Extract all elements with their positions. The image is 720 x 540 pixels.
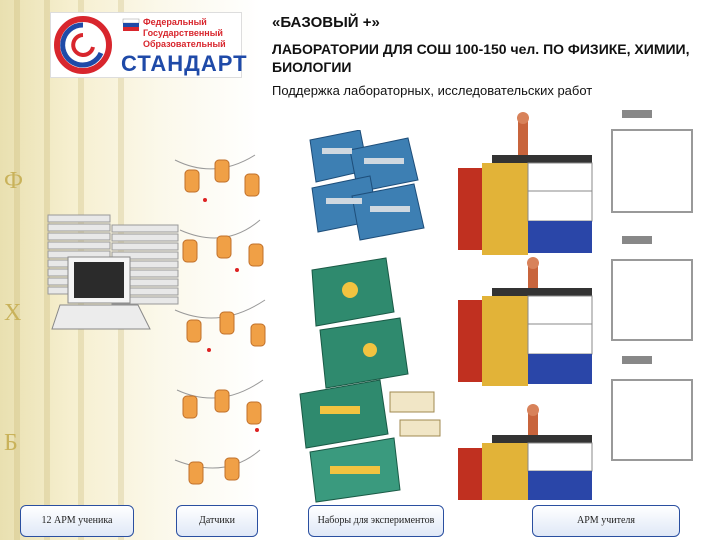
slide-title: «БАЗОВЫЙ +» (272, 14, 380, 31)
logo-line3: Образовательный (143, 39, 226, 49)
support-text: Поддержка лабораторных, исследовательски… (272, 83, 593, 98)
laptops-stack-image (47, 214, 179, 330)
logo-word: СТАНДАРТ (121, 51, 248, 76)
caption-student-workstations: 12 АРМ ученика (20, 505, 134, 537)
background-stripe (14, 0, 20, 540)
teacher-stations-image (458, 110, 693, 500)
caption-sensors: Датчики (176, 505, 258, 537)
sensors-image (174, 154, 266, 485)
side-letter-physics: Ф (4, 168, 23, 194)
background-stripe (44, 0, 50, 540)
side-letter-biology: Б (4, 430, 18, 456)
fgos-logo: Федеральный Государственный Образователь… (50, 12, 247, 78)
experiment-kits-image (299, 130, 441, 503)
slide-subtitle: ЛАБОРАТОРИИ ДЛЯ СОШ 100-150 чел. ПО ФИЗИ… (272, 41, 690, 75)
logo-line2: Государственный (143, 28, 223, 38)
caption-teacher-workstation: АРМ учителя (532, 505, 680, 537)
fgos-logo-emblem (54, 16, 140, 74)
logo-line1: Федеральный (143, 17, 207, 27)
side-letter-chemistry: Х (4, 300, 22, 326)
caption-experiment-kits: Наборы для экспериментов (308, 505, 444, 537)
